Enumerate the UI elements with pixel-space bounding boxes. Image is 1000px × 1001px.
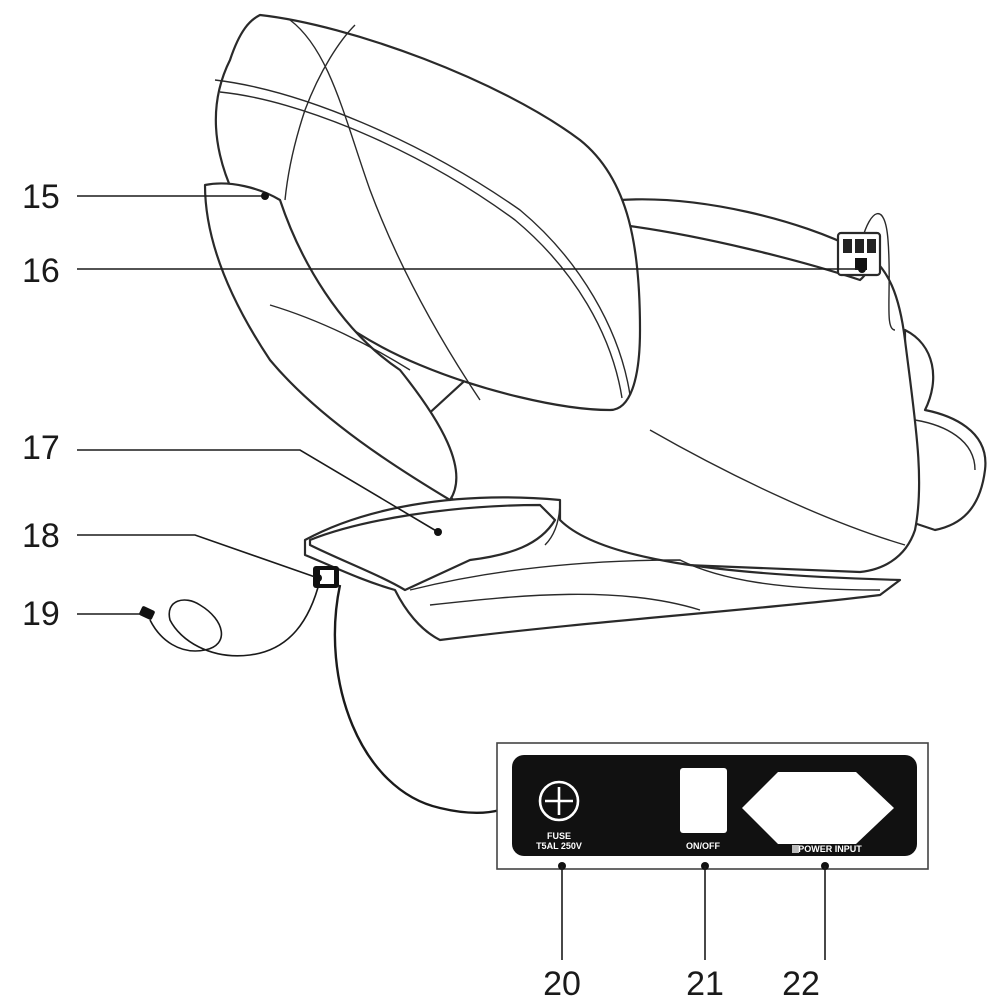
callout-label-15: 15 [22, 178, 60, 216]
panel-cable [333, 584, 501, 814]
base-connector [313, 566, 339, 588]
side-control-panel [836, 231, 882, 277]
callout-19: 19 [22, 595, 142, 633]
callout-16: 16 [22, 252, 866, 290]
power-cord [139, 579, 321, 657]
callout-label-16: 16 [22, 252, 60, 290]
power-plug-icon [742, 772, 894, 844]
fuse-holder: FUSE T5AL 250V [536, 780, 582, 851]
callout-label-21: 21 [686, 965, 724, 1001]
callout-label-20: 20 [543, 965, 581, 1001]
callout-18: 18 [22, 517, 322, 582]
power-input-socket: POWER INPUT [742, 772, 894, 854]
callout-label-17: 17 [22, 429, 60, 467]
callout-label-18: 18 [22, 517, 60, 555]
switch-icon[interactable] [680, 768, 727, 833]
power-panel-detail: FUSE T5AL 250V ON/OFF POWER INPUT [496, 742, 929, 870]
callout-20: 20 [543, 862, 581, 1001]
callout-22: 22 [782, 862, 829, 1001]
callout-label-19: 19 [22, 595, 60, 633]
callout-17: 17 [22, 429, 442, 536]
fuse-label: FUSE [547, 831, 571, 841]
power-input-label: POWER INPUT [798, 844, 862, 854]
callout-21: 21 [686, 862, 724, 1001]
massage-chair-illustration [203, 13, 987, 642]
fuse-rating: T5AL 250V [536, 841, 582, 851]
control-cable [861, 213, 896, 331]
power-switch[interactable]: ON/OFF [680, 768, 727, 851]
switch-label: ON/OFF [686, 841, 720, 851]
callout-15: 15 [22, 178, 269, 216]
callout-label-22: 22 [782, 965, 820, 1001]
